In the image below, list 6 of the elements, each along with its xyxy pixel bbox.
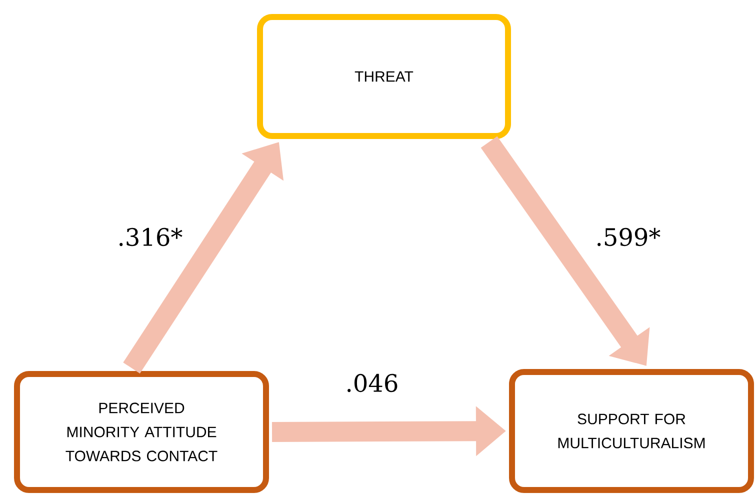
text-box: SUPPORT FOR MULTICULTURALISM — [509, 368, 754, 493]
text-box: THREAT — [257, 14, 511, 139]
text-box: PERCEIVED MINORITY ATTITUDE TOWARDS CONTACT — [14, 370, 269, 493]
edge-label: .046 — [348, 374, 398, 392]
edge-label: .316* — [120, 228, 182, 246]
edge-label: .599* — [598, 228, 660, 246]
